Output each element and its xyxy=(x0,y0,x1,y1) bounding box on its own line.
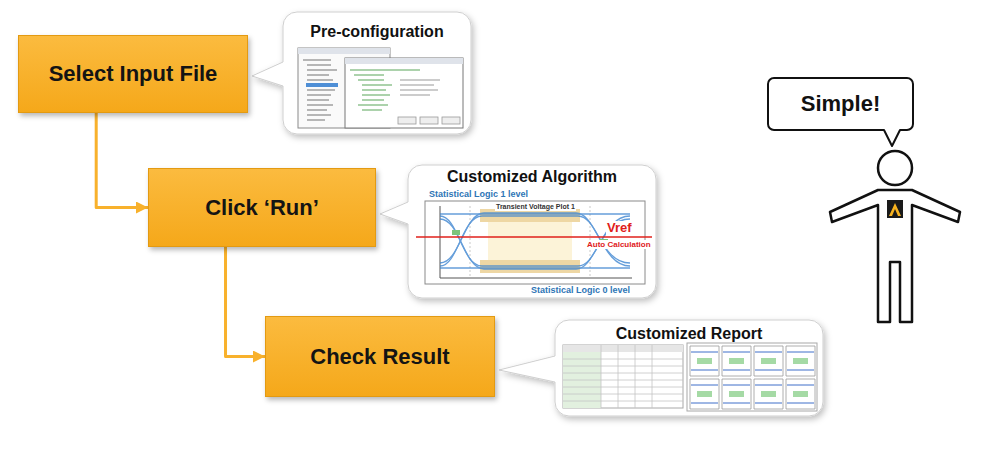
selected-item xyxy=(306,83,338,87)
logo-badge xyxy=(887,200,903,218)
mini-plot-traces xyxy=(691,352,814,403)
table-header xyxy=(563,345,683,352)
dialog-button xyxy=(442,117,460,124)
window-titlebar xyxy=(298,48,390,54)
process-box: Select Input File xyxy=(18,35,248,113)
window-screenshot xyxy=(345,58,463,128)
flow-connector xyxy=(226,247,265,357)
window-titlebar xyxy=(345,58,463,64)
person-body xyxy=(830,190,960,322)
marker-tag xyxy=(452,230,460,235)
table-grid xyxy=(563,345,683,408)
mini-plot-eyes xyxy=(697,361,808,394)
callout-bubble: Customized Report xyxy=(555,320,823,416)
speech-bubble-shape xyxy=(768,78,913,146)
dialog-button xyxy=(420,117,438,124)
chart-annotation: Vref xyxy=(606,221,633,236)
person-head xyxy=(878,151,912,185)
step-label: Check Result xyxy=(310,344,449,370)
callout-title: Pre-configuration xyxy=(310,23,443,41)
callout-title: Simple! xyxy=(801,91,880,117)
logo-mark xyxy=(889,203,901,216)
chart-annotation: Auto Calculation xyxy=(586,240,652,249)
vref-line xyxy=(416,236,652,238)
step-label: Select Input File xyxy=(49,61,218,87)
speech-bubble: Simple! xyxy=(768,78,913,130)
report-table xyxy=(563,345,683,408)
report-grid xyxy=(687,343,817,411)
process-box: Click ‘Run’ xyxy=(148,168,376,247)
chart-annotation: Statistical Logic 0 level xyxy=(530,285,631,295)
chart-annotation: Statistical Logic 1 level xyxy=(428,189,529,199)
eye-region xyxy=(488,222,572,260)
waveform-trace xyxy=(440,267,630,268)
callout-shape xyxy=(380,165,656,298)
grid-line xyxy=(470,206,590,278)
process-box: Check Result xyxy=(265,316,495,397)
flow-connector xyxy=(96,113,148,208)
tree-list xyxy=(303,60,337,120)
step-label: Click ‘Run’ xyxy=(205,195,319,221)
callout-bubble: Pre-configuration xyxy=(283,12,471,134)
tree-list xyxy=(400,80,440,95)
callout-shape xyxy=(252,12,471,134)
chart-title: Transient Voltage Plot 1 xyxy=(495,203,576,211)
callout-title: Customized Report xyxy=(616,325,763,343)
callout-title: Customized Algorithm xyxy=(447,168,617,186)
waveform-trace xyxy=(440,213,630,214)
dialog-button xyxy=(398,117,416,124)
callout-shape xyxy=(499,320,823,416)
mini-plot-frames xyxy=(690,346,815,409)
